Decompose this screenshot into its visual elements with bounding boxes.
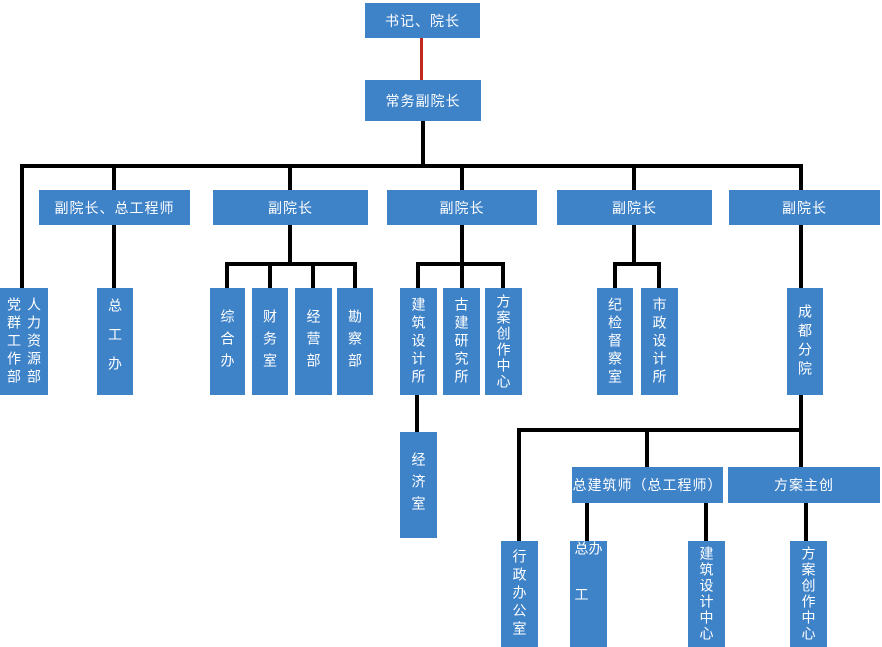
connector-deputy2-stem [288,225,292,266]
org-node-label: 勘察部 [347,308,363,375]
org-node-chief-engineer-office: 总工办 [97,288,133,395]
org-node-vice-dean-2: 副院长 [387,190,537,225]
org-node-label: 市政设计所 [651,296,668,387]
org-node-label: 书记、院长 [385,12,460,29]
org-node-label-party-mass: 党群工作部 [6,296,22,387]
connector-drop-deputy4 [632,164,636,190]
connector-drop-admin-office [517,428,521,541]
org-node-party-mass-and-hr: 党群工作部 人力资源部 [0,288,48,395]
connector-deputy5-chengdu [799,225,803,288]
connector-drop-municipal-design [657,262,661,288]
org-node-chengdu-branch: 成都分院 [787,288,823,395]
org-node-label: 综合办 [219,308,236,375]
org-node-label: 总 工 办 [573,541,604,609]
connector-chengdu-stem [799,395,803,432]
connector-drop-deputy2 [288,164,292,190]
connector-design-economics [415,395,419,432]
org-node-label: 经营部 [305,308,322,375]
org-node-label: 方案主创 [774,477,834,493]
connector-drop-finance [268,262,272,288]
org-node-vice-dean-3: 副院长 [557,190,712,225]
connector-main-horizontal [20,164,803,168]
org-node-label: 副院长 [782,199,827,216]
connector-deputy3-stem [460,225,464,288]
connector-drop-architectural-design-center [704,503,708,541]
org-node-architectural-design-center: 建筑设计中心 [688,541,725,647]
org-node-label: 副院长 [268,199,313,216]
org-node-label: 方案创作中心 [495,293,512,390]
org-node-label: 方案创作中心 [800,546,817,642]
org-node-secretary-dean: 书记、院长 [365,3,480,38]
org-node-label: 纪检督察室 [607,296,623,387]
connector-drop-chief-architect [645,428,649,467]
org-node-deputy-chief-engineer: 副院长、总工程师 [39,190,190,225]
org-node-label: 建筑设计所 [410,296,427,387]
org-node-concept-lead: 方案主创 [728,467,880,503]
connector-deputy4-bar [613,262,661,266]
connector-drop-deputy1 [112,164,116,190]
org-node-chief-architect: 总建筑师（总工程师） [572,467,723,503]
connector-drop-branch-concept-creation-center [804,503,808,541]
org-node-vice-dean-1: 副院长 [213,190,368,225]
org-node-economics: 经济室 [400,432,437,538]
org-node-general-office: 综合办 [210,288,245,395]
org-node-discipline-inspection: 纪检督察室 [597,288,633,395]
connector-deputy4-stem [632,225,636,266]
org-node-operations: 经营部 [295,288,332,395]
connector-drop-survey [353,262,357,288]
connector-drop-concept-lead [799,428,803,467]
org-node-executive-vice-dean: 常务副院长 [365,80,481,121]
org-node-architectural-design: 建筑设计所 [400,288,437,395]
org-node-ancient-architecture-research: 古建研究所 [443,288,480,395]
org-node-label: 常务副院长 [385,92,461,109]
org-node-vice-dean-4: 副院长 [729,190,880,225]
org-node-label: 财务室 [262,308,278,375]
org-node-label: 副院长 [612,199,657,216]
connector-drop-left-depts [20,164,24,288]
org-node-branch-chief-engineer-office: 总 工 办 [570,541,607,647]
connector-deputy3-bar [416,262,505,266]
connector-drop-general-office [225,262,229,288]
org-node-label: 成都分院 [797,303,813,380]
connector-drop-concept-creation [501,262,505,288]
connector-root-executive-red [420,38,423,80]
org-node-label: 古建研究所 [453,296,470,387]
connector-deputy1-chief-engineer-office [112,225,116,288]
org-node-label: 总建筑师（总工程师） [572,477,723,493]
org-node-admin-office: 行政办公室 [501,541,538,647]
org-node-label: 总工办 [107,298,123,385]
connector-drop-branch-chief-engineer-office [585,503,589,541]
connector-drop-deputy5 [799,164,803,190]
org-node-label: 建筑设计中心 [698,546,715,642]
connector-drop-operations [311,262,315,288]
connector-drop-discipline-inspection [613,262,617,288]
org-node-finance: 财务室 [252,288,288,395]
org-node-label: 行政办公室 [511,549,528,639]
org-node-label: 经济室 [410,452,427,518]
connector-drop-architectural-design [416,262,420,288]
connector-chengdu-bar [517,428,803,432]
org-node-label: 副院长、总工程师 [54,199,175,216]
connector-drop-deputy3 [460,164,464,190]
connector-deputy2-bar [225,262,357,266]
org-node-municipal-design: 市政设计所 [641,288,678,395]
org-node-branch-concept-creation-center: 方案创作中心 [790,541,827,647]
org-node-concept-creation-center: 方案创作中心 [485,288,522,395]
org-node-label: 副院长 [439,199,485,216]
org-node-survey: 勘察部 [337,288,373,395]
org-node-label-human-resources: 人力资源部 [26,296,42,387]
connector-executive-down [421,121,425,164]
